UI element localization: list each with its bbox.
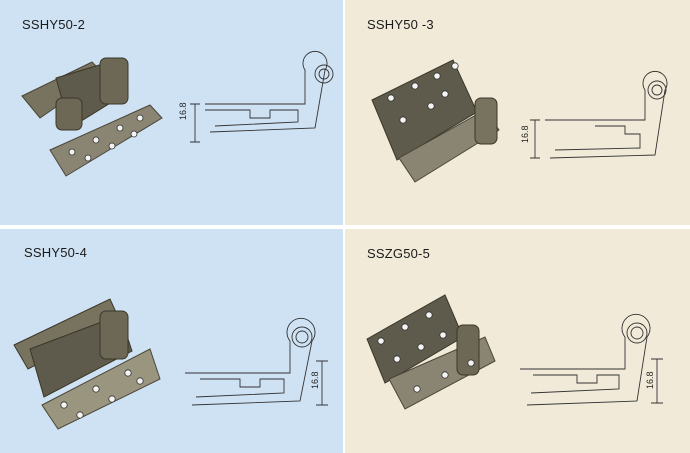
product-panel-sshy50-3: SSHY50 -3 16.8	[345, 0, 690, 225]
hinge-profile-drawing: 16.8	[520, 313, 663, 406]
dimension-text: 16.8	[178, 102, 188, 120]
product-label: SSHY50-2	[22, 17, 86, 32]
product-panel-sshy50-4: SSHY50-4 16.8	[0, 229, 343, 453]
dimension-text: 16.8	[310, 371, 320, 389]
hinge-profile-drawing: 16.8	[178, 50, 334, 143]
product-label: SSZG50-5	[367, 246, 431, 261]
product-panel-sshy50-2: SSHY50-2 16.8	[0, 0, 343, 225]
hinge-photo	[366, 294, 496, 410]
product-label: SSHY50-4	[24, 245, 88, 260]
product-panel-sszg50-5: SSZG50-5 16.8	[345, 229, 690, 453]
dimension-text: 16.8	[645, 371, 655, 389]
hinge-photo	[371, 59, 500, 183]
dimension-text: 16.8	[520, 125, 530, 143]
hinge-profile-drawing: 16.8	[185, 317, 328, 406]
product-label: SSHY50 -3	[367, 17, 434, 32]
hinge-photo	[13, 298, 161, 430]
hinge-photo	[21, 57, 163, 177]
hinge-profile-drawing: 16.8	[520, 70, 668, 159]
